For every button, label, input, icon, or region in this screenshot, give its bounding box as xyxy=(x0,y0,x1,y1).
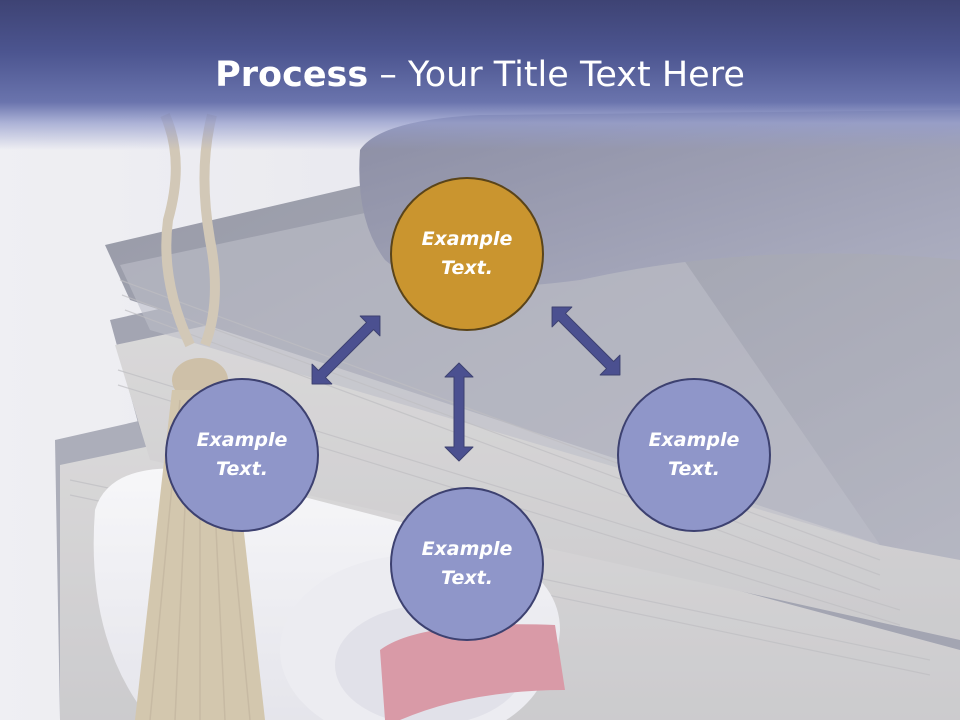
slide-title: Process – Your Title Text Here xyxy=(0,52,960,98)
process-node-left: Example Text. xyxy=(165,378,319,532)
node-text-line2: Text. xyxy=(441,567,493,589)
arrow-top-left xyxy=(311,315,381,385)
arrow-top-right xyxy=(551,306,621,376)
node-text-line1: Example xyxy=(421,228,513,250)
title-bar xyxy=(0,0,960,150)
process-node-top: Example Text. xyxy=(390,177,544,331)
process-node-right: Example Text. xyxy=(617,378,771,532)
node-text-line2: Text. xyxy=(441,257,493,279)
process-node-bottom: Example Text. xyxy=(390,487,544,641)
node-text-line2: Text. xyxy=(668,458,720,480)
title-strong: Process xyxy=(215,55,369,95)
arrow-center-vertical xyxy=(444,362,474,462)
node-text-line1: Example xyxy=(648,429,740,451)
title-rest: – Your Title Text Here xyxy=(368,55,745,95)
node-text-line1: Example xyxy=(196,429,288,451)
node-text-line1: Example xyxy=(421,538,513,560)
node-text-line2: Text. xyxy=(216,458,268,480)
